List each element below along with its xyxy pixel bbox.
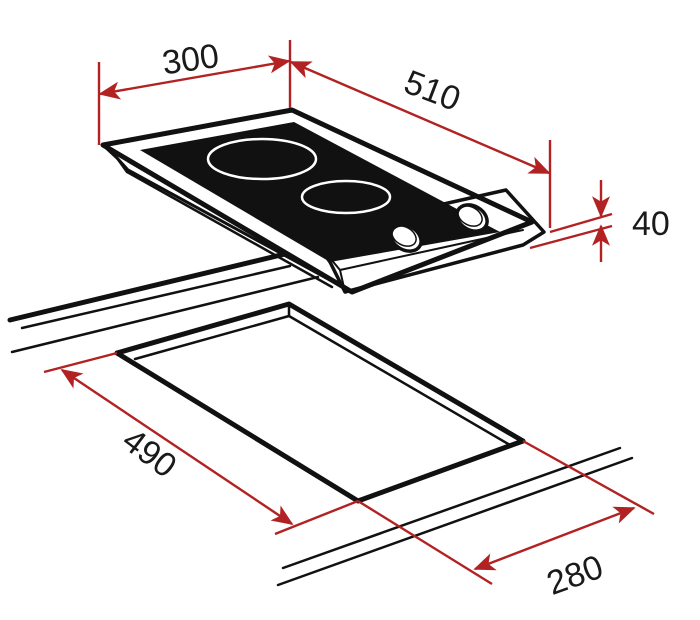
cooking-zone-small [300,179,392,215]
countertop-upper-edge [7,251,320,354]
glass-top [140,122,500,262]
dimension-width-label: 300 [160,37,221,83]
dimension-height-label: 40 [632,205,670,243]
dimension-width: 300 [97,37,292,145]
dimension-cutout-width-label: 280 [542,548,608,603]
dimension-cutout-depth-label: 490 [115,421,183,485]
dimension-depth-label: 510 [399,63,466,119]
control-panel [308,188,546,294]
control-knob-1 [389,223,423,253]
hob-appliance [100,107,546,295]
cutout-opening [114,301,526,504]
control-knob-2 [455,203,489,233]
dimension-height: 40 [529,180,670,262]
dimension-cutout-depth: 490 [43,351,359,536]
hob-frame [100,107,535,295]
countertop-lower-edge [276,446,634,587]
